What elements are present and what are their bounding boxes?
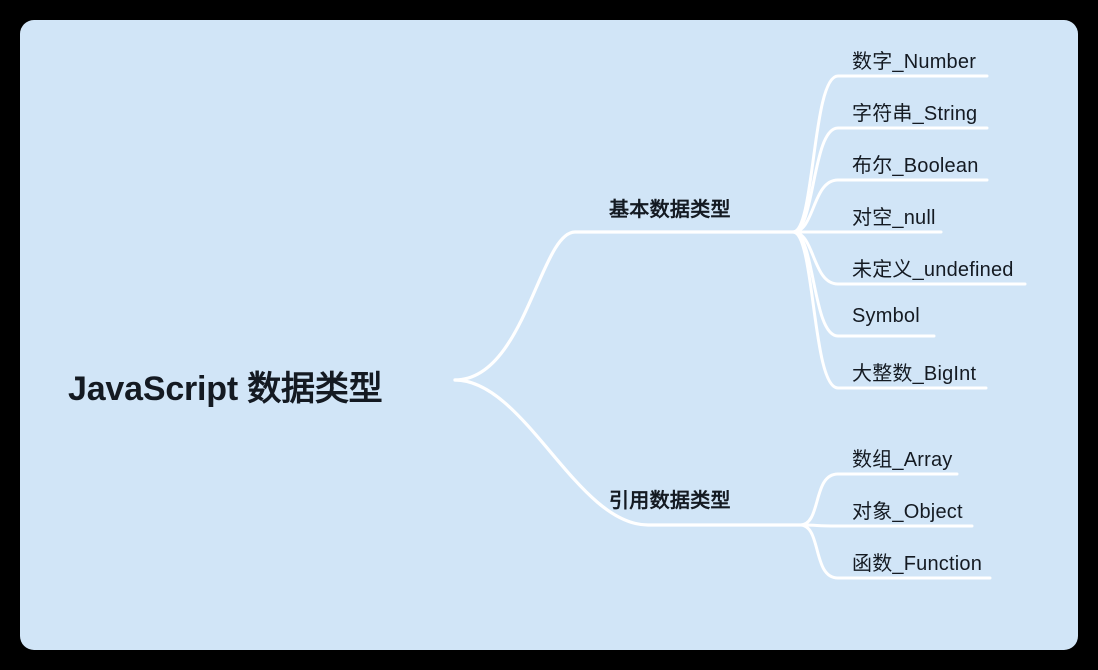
leaf-node-primitive-1[interactable]: 字符串_String — [852, 103, 978, 125]
leaf-node-primitive-2[interactable]: 布尔_Boolean — [852, 155, 979, 177]
leaf-node-primitive-4[interactable]: 未定义_undefined — [852, 259, 1014, 281]
leaf-node-primitive-3[interactable]: 对空_null — [852, 207, 936, 229]
branch-node-reference[interactable]: 引用数据类型 — [609, 490, 731, 512]
root-node-label[interactable]: JavaScript 数据类型 — [68, 370, 383, 408]
leaf-node-primitive-5[interactable]: Symbol — [852, 305, 920, 327]
leaf-node-reference-0[interactable]: 数组_Array — [852, 449, 953, 471]
branch-node-primitive[interactable]: 基本数据类型 — [609, 199, 731, 221]
leaf-node-primitive-0[interactable]: 数字_Number — [852, 51, 977, 73]
leaf-node-primitive-6[interactable]: 大整数_BigInt — [852, 363, 977, 385]
leaf-node-reference-1[interactable]: 对象_Object — [852, 501, 963, 523]
leaf-node-reference-2[interactable]: 函数_Function — [852, 553, 983, 575]
